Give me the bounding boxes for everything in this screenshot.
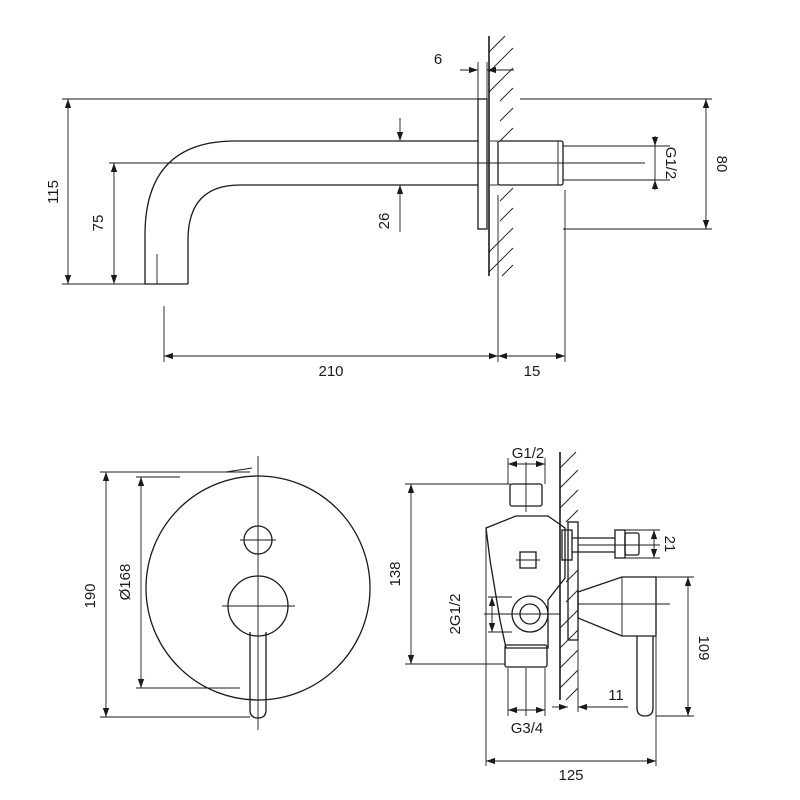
dim-plate-gap: 11 (608, 687, 624, 704)
dim-inlet-top: G1/2 (512, 445, 545, 462)
wall-hatch-top (488, 35, 514, 277)
dim-thread-top: G1/2 (662, 147, 679, 180)
spout-tube (109, 140, 645, 285)
dim-handle-offset: 109 (695, 635, 712, 660)
dim-inlet-bottom: G3/4 (511, 720, 544, 737)
wall-hatch-bottom (559, 451, 579, 701)
side-cover-plate (567, 521, 579, 641)
dim-diverter: 21 (661, 536, 678, 553)
dim-total-height: 115 (45, 180, 62, 204)
dim-projection: 210 (318, 363, 343, 380)
dim-wall-gap: 6 (434, 51, 442, 68)
dim-plate-outer: 190 (82, 583, 99, 608)
dim-body-height: 138 (387, 561, 404, 586)
spout-side-view: 6 115 75 26 G1/2 80 210 15 (45, 35, 730, 380)
dim-pipe-thickness: 26 (376, 213, 393, 230)
dim-outlet-thread: 2G1/2 (447, 594, 464, 635)
dim-total-depth: 125 (558, 767, 583, 784)
dim-plate-inner: Ø168 (117, 564, 134, 601)
valve-body (485, 483, 640, 668)
dim-spout-offset: 75 (90, 215, 107, 232)
mixer-side-view: G1/2 138 2G1/2 21 109 11 G3/4 125 (387, 445, 712, 784)
mixer-front-view: 190 Ø168 (82, 456, 371, 730)
dim-plate-height: 80 (713, 156, 730, 173)
dim-wall-depth: 15 (524, 363, 541, 380)
spout-wall-plate (477, 98, 488, 230)
